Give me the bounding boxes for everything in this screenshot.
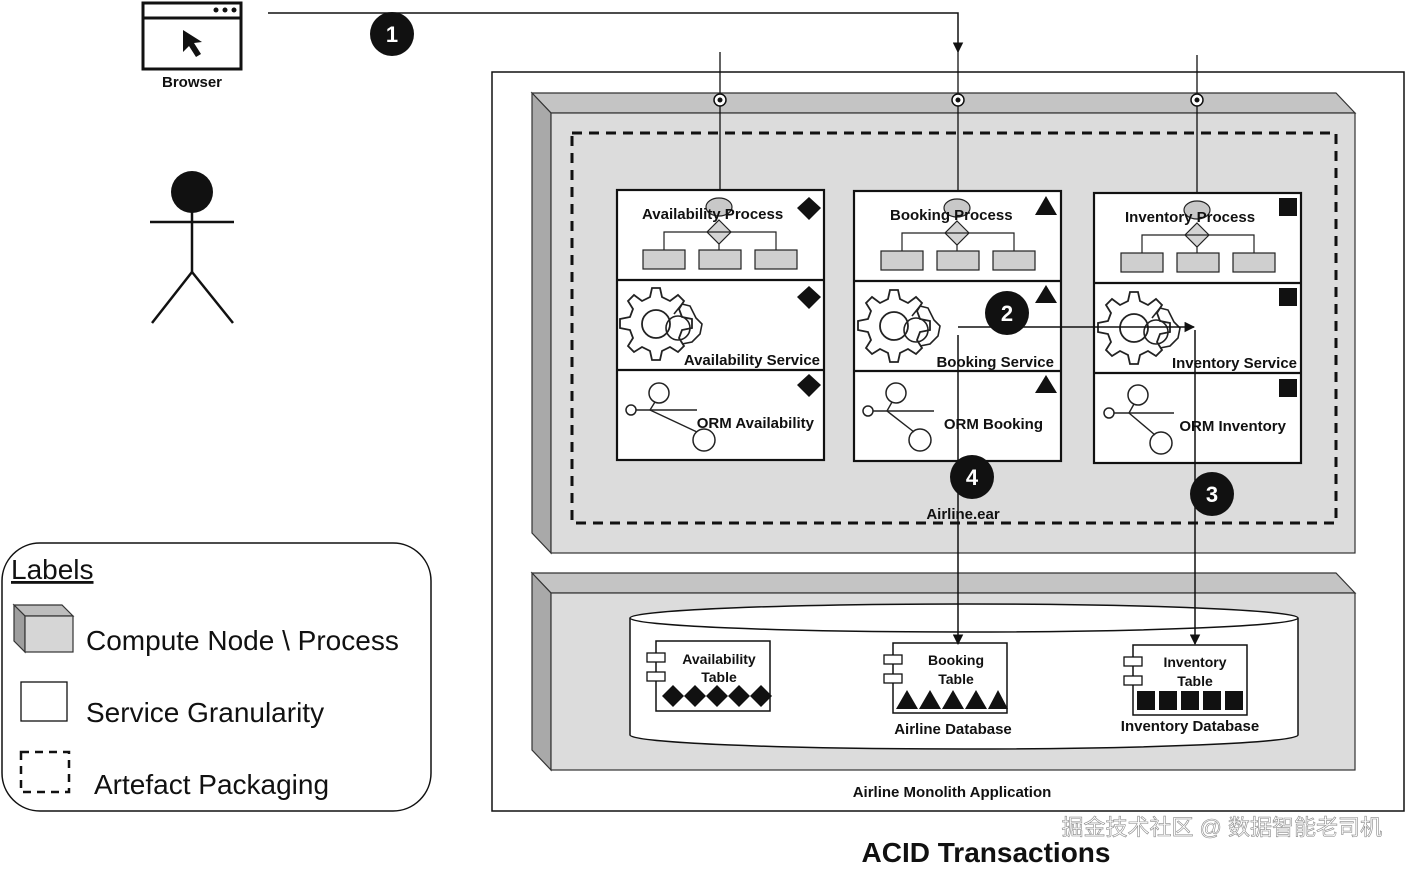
inventory-service-label: Inventory Service — [1172, 355, 1297, 372]
booking-service-label: Booking Service — [936, 354, 1054, 371]
watermark-text: 掘金技术社区 @ 数据智能老司机 — [1061, 815, 1382, 840]
diamond-marker-icon — [797, 197, 821, 220]
artefact-label: Airline.ear — [926, 506, 1000, 523]
availability-table — [646, 640, 772, 712]
request-arrow — [268, 12, 964, 54]
artefact-packaging-box — [570, 131, 1338, 525]
legend-item-service-granularity: Service Granularity — [86, 697, 324, 728]
step-badge-3: 3 — [1190, 472, 1234, 516]
svg-text:3: 3 — [1206, 482, 1218, 507]
booking-process-label: Booking Process — [890, 207, 1013, 224]
svg-text:4: 4 — [966, 465, 979, 490]
step-badge-1: 1 — [370, 12, 414, 56]
triangle-marker-icon — [1035, 196, 1057, 215]
step-badge-2: 2 — [985, 291, 1029, 335]
booking-table-line2: Table — [938, 671, 974, 687]
triangle-marker-icon — [1035, 285, 1057, 303]
browser-label: Browser — [162, 74, 222, 91]
booking-table — [883, 642, 1008, 714]
svg-text:1: 1 — [386, 22, 398, 47]
square-marker-icon — [1279, 288, 1297, 306]
diagram-title: ACID Transactions — [862, 837, 1111, 865]
application-label: Airline Monolith Application — [853, 784, 1052, 801]
diamond-marker-icon — [797, 374, 821, 397]
inventory-process-label: Inventory Process — [1125, 209, 1255, 226]
orm-inventory-label: ORM Inventory — [1179, 418, 1286, 435]
booking-table-line1: Booking — [928, 652, 984, 668]
orm-booking-label: ORM Booking — [944, 416, 1043, 433]
compute-node-legend-icon — [12, 603, 75, 654]
square-marker-icon — [1279, 198, 1297, 216]
user-icon — [150, 171, 234, 324]
diamond-marker-icon — [797, 286, 821, 309]
step-badge-4: 4 — [950, 455, 994, 499]
orm-availability-label: ORM Availability — [697, 415, 815, 432]
inventory-database-label: Inventory Database — [1121, 718, 1259, 735]
module-availability — [615, 188, 826, 462]
availability-service-label: Availability Service — [684, 352, 820, 369]
airline-database-label: Airline Database — [894, 721, 1012, 738]
module-inventory — [1092, 191, 1303, 465]
legend-item-artefact-packaging: Artefact Packaging — [94, 769, 329, 800]
svg-text:2: 2 — [1001, 301, 1013, 326]
inventory-table-line2: Table — [1177, 673, 1213, 689]
inventory-table — [1123, 644, 1248, 716]
legend-heading: Labels — [11, 554, 94, 585]
service-granularity-legend-icon — [20, 681, 68, 722]
availability-table-line2: Table — [701, 669, 737, 685]
interface-connectors — [713, 52, 1204, 192]
availability-process-label: Availability Process — [642, 206, 783, 223]
legend-item-compute-node: Compute Node \ Process — [86, 625, 399, 656]
triangle-marker-icon — [1035, 375, 1057, 393]
legend-box — [1, 542, 432, 812]
artefact-packaging-legend-icon — [19, 750, 71, 794]
availability-table-line1: Availability — [682, 651, 756, 667]
square-marker-icon — [1279, 379, 1297, 397]
inventory-table-line1: Inventory — [1163, 654, 1226, 670]
browser-icon — [141, 1, 243, 71]
